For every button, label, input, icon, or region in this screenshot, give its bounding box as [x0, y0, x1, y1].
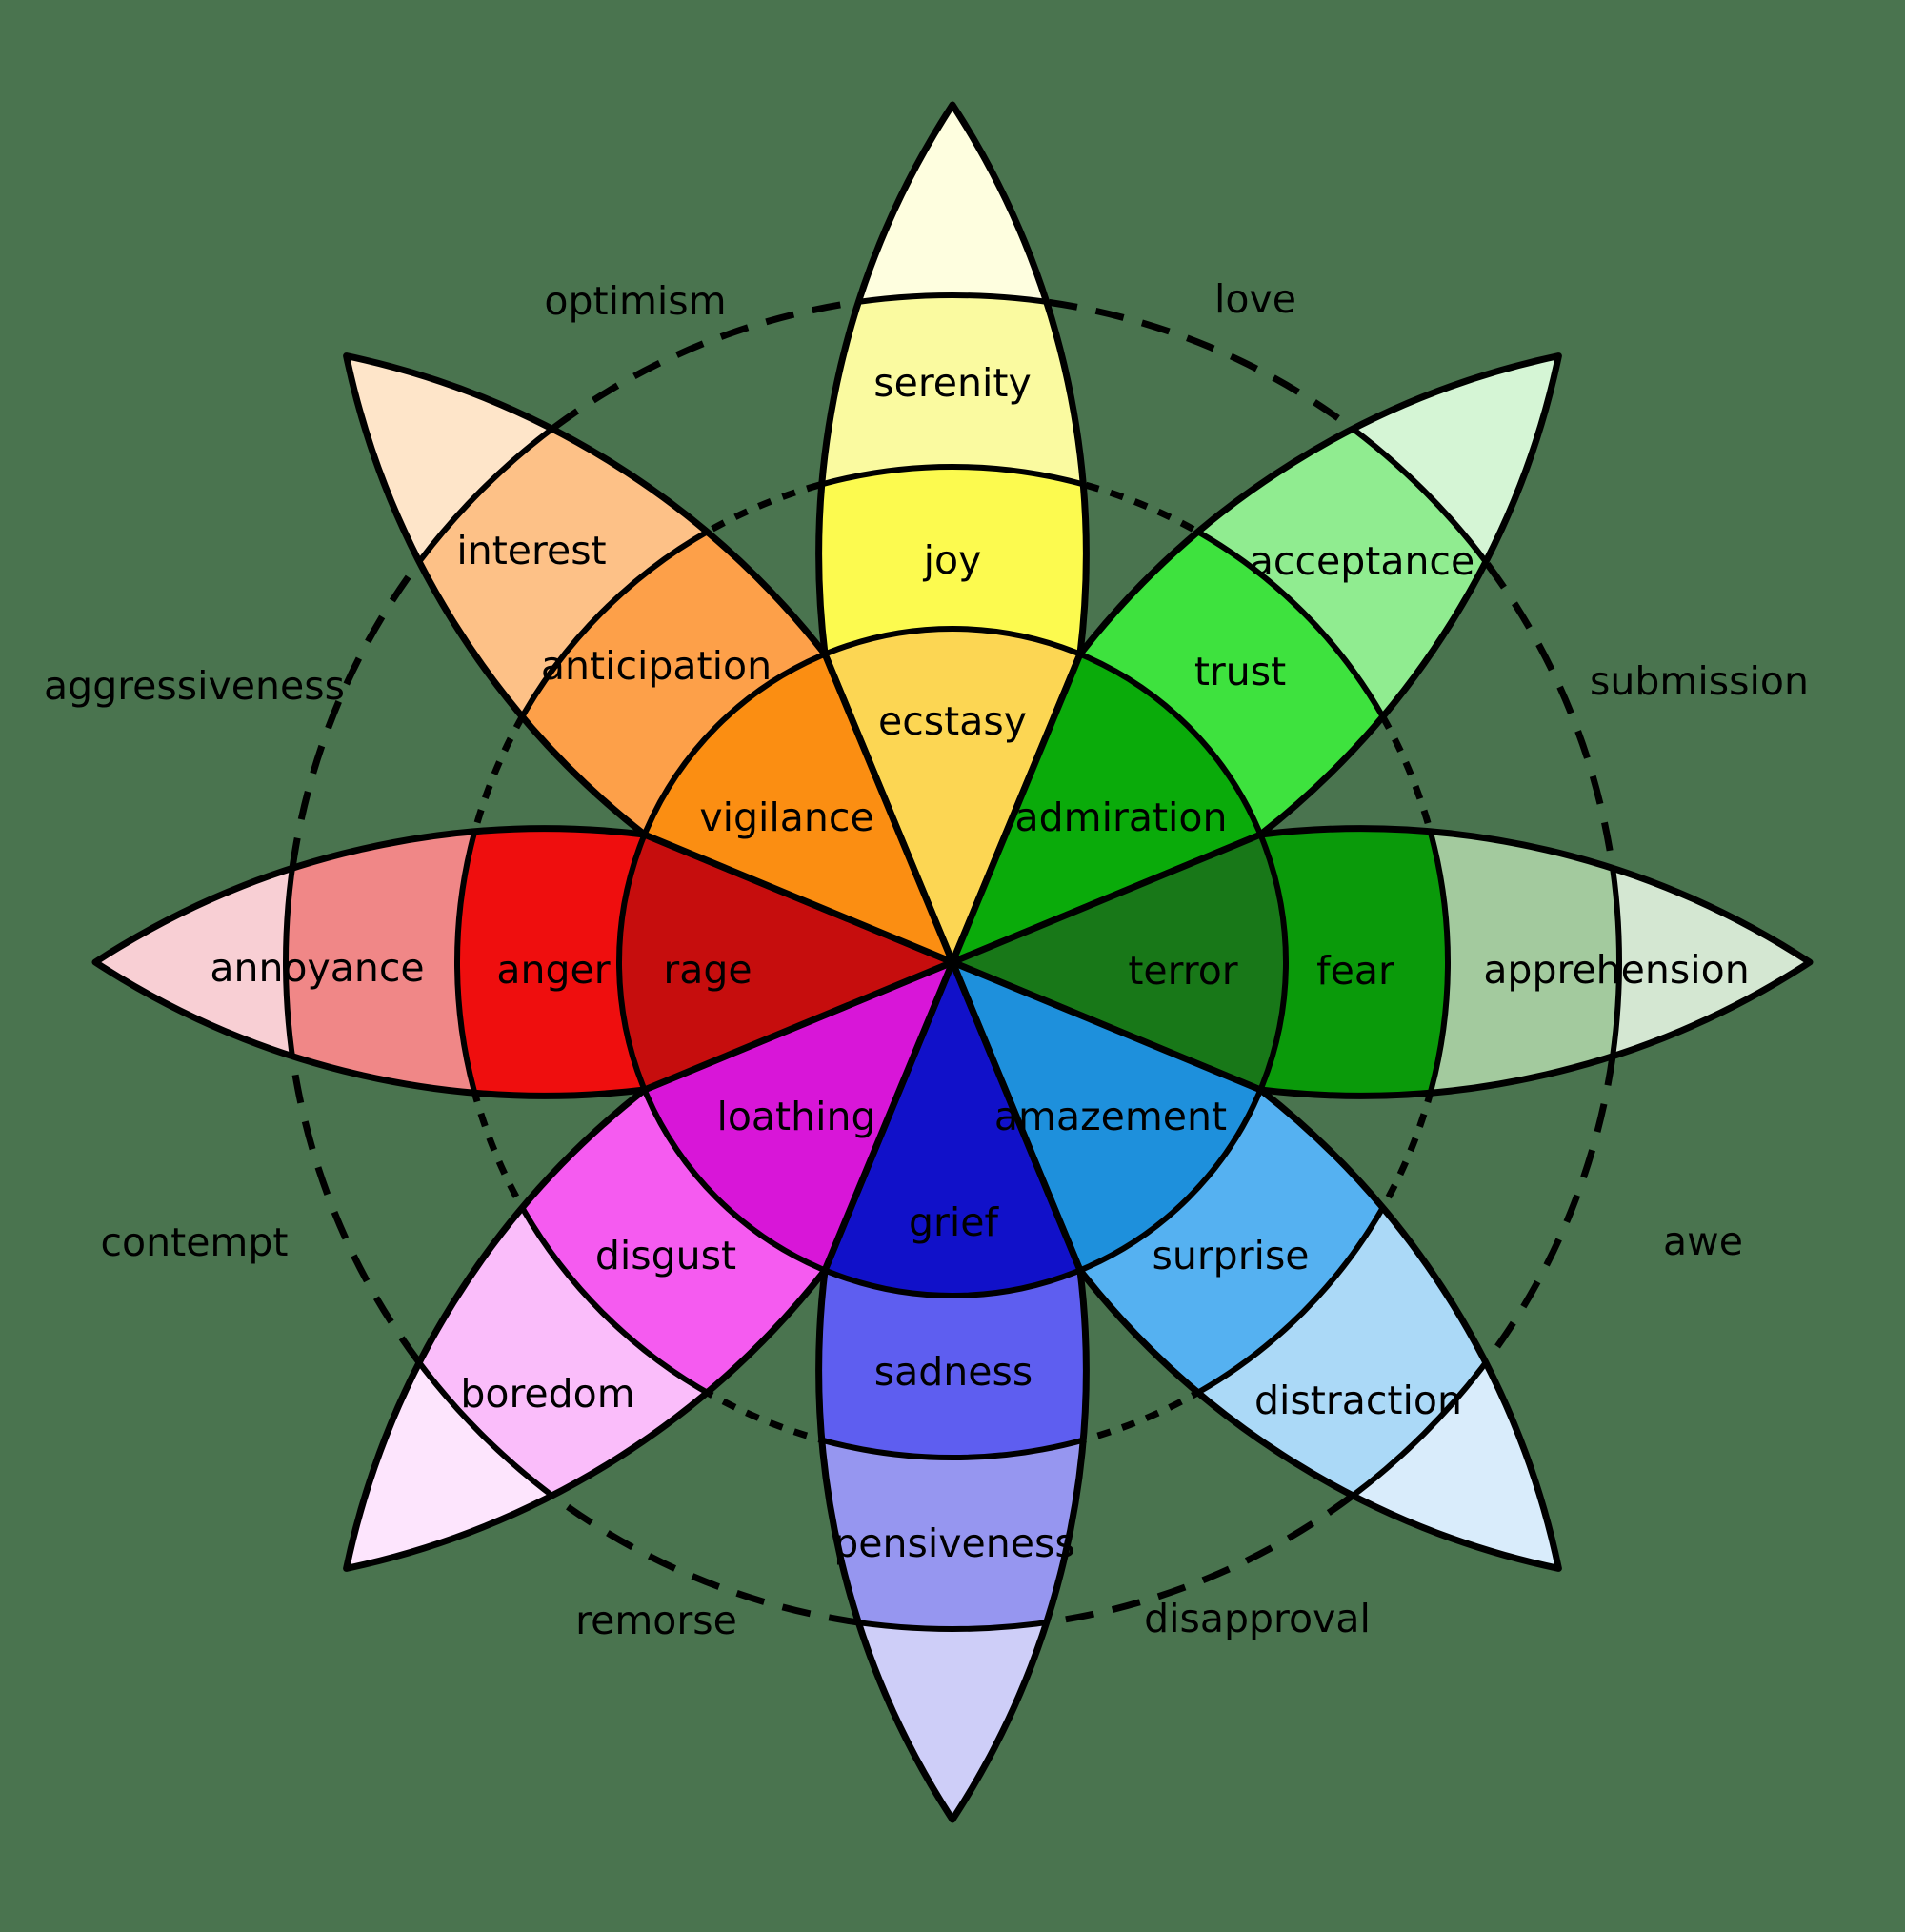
petal-outline-surprise [949, 958, 1562, 1572]
petal-outline-joy [815, 101, 1090, 966]
petal-outline-anticipation [343, 352, 956, 966]
petal-outline-fear [949, 825, 1814, 1099]
label-rage: rage [663, 947, 752, 993]
label-annoyance: annoyance [210, 945, 424, 991]
band-boundary [857, 867, 1451, 1460]
label-distraction: distraction [1254, 1378, 1462, 1423]
band-boundary [818, 962, 1087, 1632]
band-boundary [818, 962, 1087, 1298]
label-vigilance: vigilance [699, 795, 873, 840]
petal-sadness [815, 958, 1090, 1823]
band-boundary [952, 828, 1451, 1097]
label-disgust: disgust [595, 1233, 736, 1278]
label-ecstasy: ecstasy [878, 698, 1027, 744]
petal-fear [949, 825, 1814, 1099]
band-boundary [282, 292, 1048, 1057]
band-boundary [857, 867, 1289, 1298]
label-anger: anger [496, 947, 610, 993]
band-boundary [283, 828, 952, 1097]
band-boundary [616, 828, 952, 1097]
band-boundary [616, 867, 1048, 1298]
label-loathing: loathing [716, 1094, 875, 1139]
label-pensiveness: pensiveness [833, 1520, 1074, 1566]
band-boundary [818, 464, 1087, 962]
dyad-label-submission: submission [1590, 658, 1809, 704]
label-grief: grief [909, 1199, 999, 1245]
band-boundary [818, 626, 1087, 962]
dyad-label-optimism: optimism [544, 278, 726, 324]
label-anticipation: anticipation [541, 643, 772, 689]
band-boundary [952, 828, 1289, 1097]
band-boundary [857, 626, 1289, 1057]
band-boundary [818, 962, 1087, 1460]
band-boundary [282, 867, 1048, 1632]
band-boundary [818, 292, 1087, 962]
label-admiration: admiration [1015, 795, 1228, 840]
petal-outline-anger [91, 825, 956, 1099]
band-boundary [952, 828, 1622, 1097]
dyad-label-disapproval: disapproval [1144, 1596, 1371, 1641]
petal-outline-disgust [343, 958, 956, 1572]
band-boundary [454, 867, 1048, 1460]
petal-anger [91, 825, 956, 1099]
label-serenity: serenity [873, 360, 1031, 406]
petal-outline-sadness [815, 958, 1090, 1823]
label-boredom: boredom [460, 1371, 634, 1417]
band-boundary [454, 464, 1048, 1057]
band-boundary [857, 292, 1622, 1057]
petal-joy [815, 101, 1090, 966]
dyad-label-contempt: contempt [101, 1219, 289, 1265]
label-fear: fear [1316, 948, 1394, 994]
dyad-label-aggressiveness: aggressiveness [44, 663, 345, 709]
band-boundary [857, 464, 1451, 1057]
label-interest: interest [456, 528, 606, 574]
dyad-label-remorse: remorse [575, 1598, 737, 1643]
label-trust: trust [1194, 649, 1286, 694]
label-joy: joy [923, 537, 982, 583]
dyad-label-love: love [1214, 276, 1296, 322]
dyad-label-awe: awe [1663, 1218, 1743, 1264]
label-apprehension: apprehension [1483, 947, 1749, 993]
band-boundary [616, 626, 1048, 1057]
band-boundary [454, 828, 952, 1097]
label-surprise: surprise [1152, 1233, 1309, 1278]
petal-outline-trust [949, 352, 1562, 966]
label-acceptance: acceptance [1250, 538, 1474, 584]
label-terror: terror [1128, 948, 1237, 994]
label-amazement: amazement [994, 1094, 1227, 1139]
label-sadness: sadness [874, 1349, 1033, 1395]
